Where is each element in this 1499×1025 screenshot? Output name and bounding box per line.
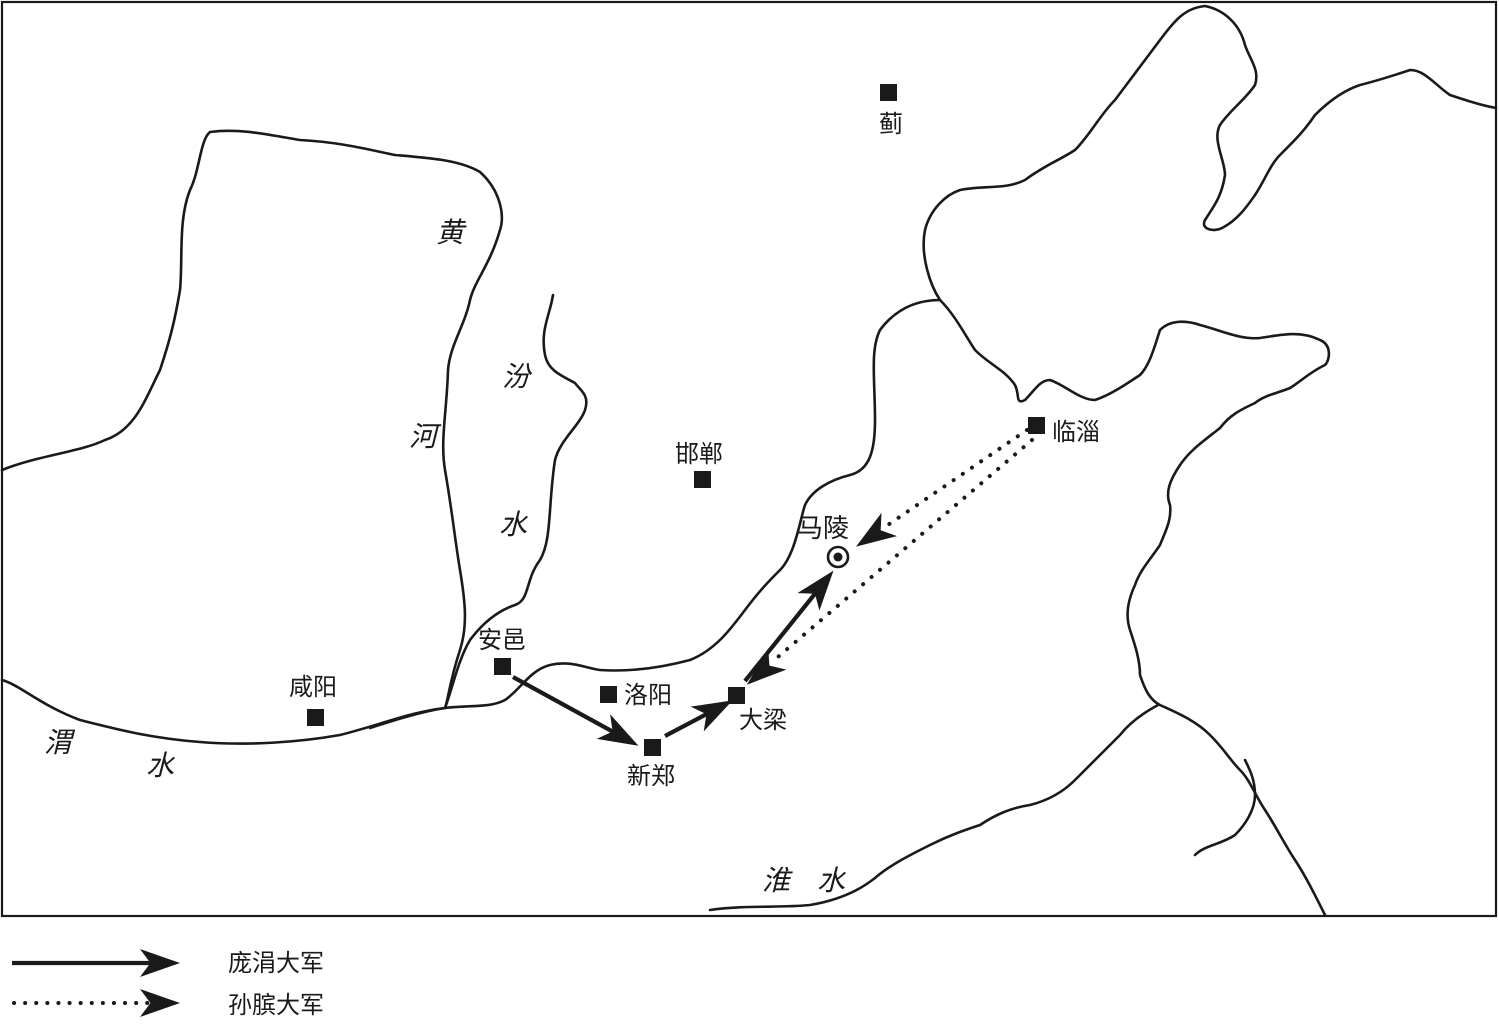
city-marker-linzi <box>1028 417 1045 434</box>
city-marker-luoyang <box>600 686 617 703</box>
northern-coast <box>922 4 1498 302</box>
river-label-wei: 渭 <box>44 726 76 759</box>
huai-river <box>708 703 1160 912</box>
pang-juan-route-2 <box>664 700 733 738</box>
wei-river <box>368 706 447 730</box>
pang-juan-route-1 <box>511 675 639 746</box>
river-label-huai: 淮 <box>762 864 793 897</box>
city-marker-daliang <box>728 687 745 704</box>
shandong-coast <box>938 298 1331 917</box>
city-label-linzi: 临淄 <box>1052 418 1100 446</box>
city-marker-xianyang <box>307 709 324 726</box>
sun-bin-arrowhead-1 <box>856 512 898 547</box>
map-frame <box>0 0 1498 918</box>
river-label-huai-shui: 水 <box>817 864 847 897</box>
river-label-huang: 黄 <box>436 216 467 249</box>
city-marker-maling <box>826 545 850 569</box>
city-label-daliang: 大梁 <box>739 706 787 734</box>
legend-label-sun-bin: 孙膑大军 <box>228 991 324 1019</box>
river-label-wei-shui: 水 <box>146 749 176 782</box>
city-marker-xinzheng <box>644 739 661 756</box>
river-label-fen-shui: 水 <box>499 508 529 541</box>
yellow-river-east <box>443 293 588 710</box>
sun-bin-route-2 <box>770 438 1034 664</box>
city-label-luoyang: 洛阳 <box>624 681 672 709</box>
sun-bin-route-1 <box>880 428 1029 531</box>
city-label-handan: 邯郸 <box>675 440 723 468</box>
river-label-fen: 汾 <box>502 360 533 393</box>
city-label-ji: 蓟 <box>879 110 903 138</box>
river-south-bank <box>0 298 942 745</box>
river-label-he: 河 <box>409 420 442 453</box>
legend: 庞涓大军 孙膑大军 <box>12 949 324 1019</box>
legend-label-pang-juan: 庞涓大军 <box>228 949 324 977</box>
city-marker-anyi <box>494 658 511 675</box>
huai-tributary <box>1193 758 1257 857</box>
city-marker-ji <box>880 84 897 101</box>
city-label-xianyang: 咸阳 <box>289 673 337 701</box>
city-label-xinzheng: 新郑 <box>627 762 675 790</box>
city-label-maling: 马陵 <box>797 514 849 544</box>
city-label-anyi: 安邑 <box>478 626 526 654</box>
yellow-river <box>0 129 504 710</box>
city-marker-handan <box>694 471 711 488</box>
city-marker-maling-center <box>833 552 843 562</box>
